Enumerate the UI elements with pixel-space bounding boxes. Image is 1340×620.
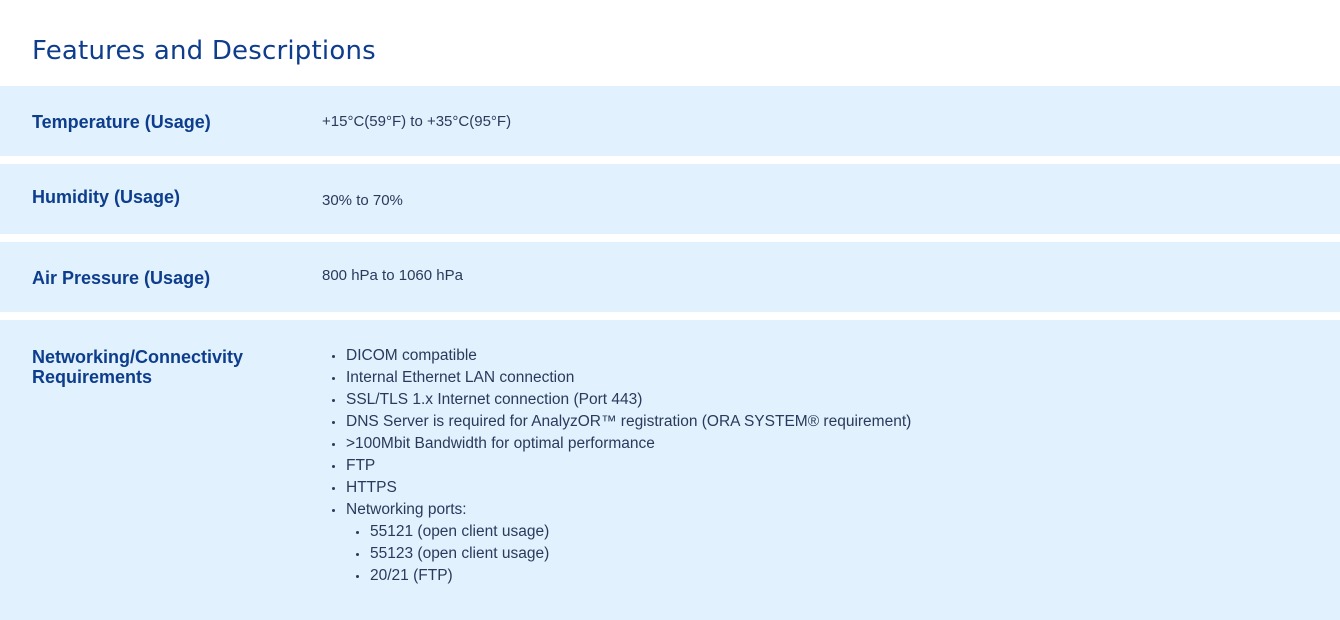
list-item: SSL/TLS 1.x Internet connection (Port 44… <box>322 389 911 411</box>
port-list-item: 20/21 (FTP) <box>346 565 911 587</box>
spec-label-air-pressure: Air Pressure (Usage) <box>32 268 211 288</box>
spec-value-air-pressure: 800 hPa to 1060 hPa <box>322 267 463 284</box>
list-item: Networking ports: <box>322 499 911 521</box>
list-item: DICOM compatible <box>322 345 911 367</box>
list-item: DNS Server is required for AnalyzOR™ reg… <box>322 411 911 433</box>
spec-row-networking: Networking/Connectivity Requirements DIC… <box>0 320 1340 620</box>
networking-ports-list: 55121 (open client usage) 55123 (open cl… <box>346 521 911 587</box>
spec-label-networking: Networking/Connectivity Requirements <box>32 347 244 387</box>
spec-value-networking: DICOM compatible Internal Ethernet LAN c… <box>322 345 911 587</box>
port-list-item: 55123 (open client usage) <box>346 543 911 565</box>
list-item: FTP <box>322 455 911 477</box>
list-item: Internal Ethernet LAN connection <box>322 367 911 389</box>
spec-value-temperature: +15°C(59°F) to +35°C(95°F) <box>322 113 512 130</box>
port-list-item: 55121 (open client usage) <box>346 521 911 543</box>
spec-label-temperature: Temperature (Usage) <box>32 112 211 132</box>
spec-row-temperature: Temperature (Usage) +15°C(59°F) to +35°C… <box>0 86 1340 156</box>
spec-value-humidity: 30% to 70% <box>322 192 403 209</box>
spec-row-humidity: Humidity (Usage) 30% to 70% <box>0 164 1340 234</box>
spec-label-humidity: Humidity (Usage) <box>32 187 181 207</box>
networking-requirements-list: DICOM compatible Internal Ethernet LAN c… <box>322 345 911 521</box>
list-item: >100Mbit Bandwidth for optimal performan… <box>322 433 911 455</box>
spec-row-air-pressure: Air Pressure (Usage) 800 hPa to 1060 hPa <box>0 242 1340 312</box>
page-title: Features and Descriptions <box>32 36 376 66</box>
list-item: HTTPS <box>322 477 911 499</box>
